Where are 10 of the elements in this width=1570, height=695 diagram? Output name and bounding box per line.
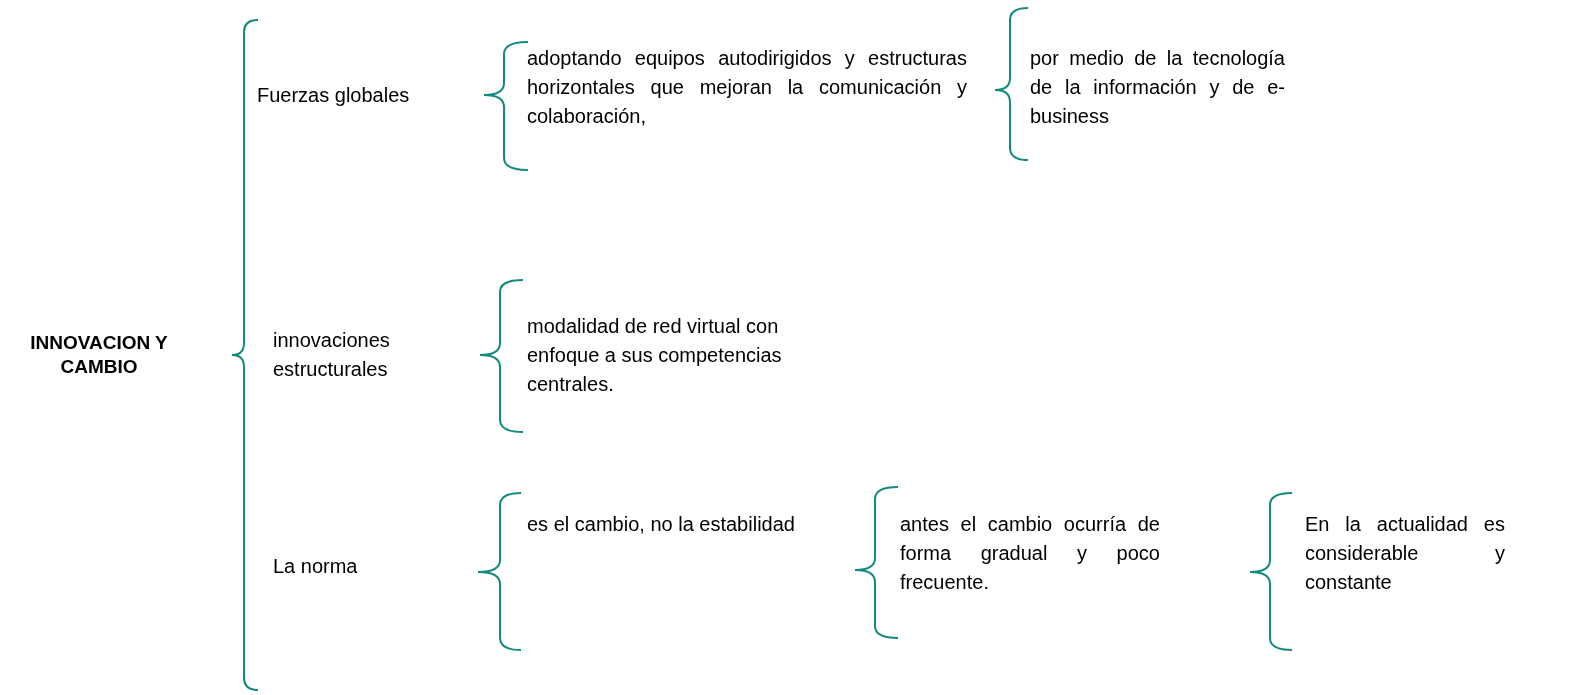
topic-label: innovaciones estructurales: [273, 328, 391, 382]
description-text: es el cambio, no la estabilidad: [527, 512, 796, 537]
topic-label: La norma: [273, 554, 359, 579]
description-text: adoptando equipos autodirigidos y estructuras horizontales que mejoran la comunicación y colaboración,: [527, 46, 967, 129]
description-text: modalidad de red virtual con enfoque a sus competencias centrales.: [527, 314, 783, 397]
description-text: antes el cambio ocurría de forma gradual y poco frecuente.: [900, 512, 1160, 595]
root-topic: INNOVACION Y CAMBIO: [29, 331, 169, 379]
description-text: por medio de la tecnología de la información y de e-business: [1030, 46, 1285, 129]
topic-label: Fuerzas globales: [257, 83, 411, 108]
description-text: En la actualidad es considerable y constante: [1305, 512, 1505, 595]
